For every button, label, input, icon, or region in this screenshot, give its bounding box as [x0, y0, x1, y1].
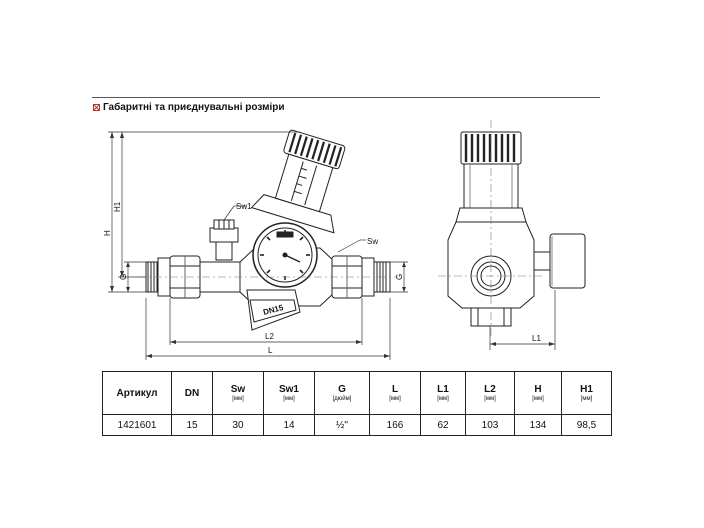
header-name: Sw1 — [278, 384, 299, 395]
header-name: G — [338, 384, 346, 395]
header-unit: [мм] — [580, 396, 593, 402]
table-cell: 62 — [420, 414, 466, 436]
header-unit: [мм] — [437, 396, 449, 402]
header-name: L1 — [437, 384, 449, 395]
header-unit: [мм] — [484, 396, 496, 402]
label-h1: H1 — [113, 201, 122, 212]
label-g-right: G — [395, 274, 404, 280]
header-cell: L1[мм] — [420, 371, 466, 415]
header-cell: H[мм] — [514, 371, 562, 415]
header-name: DN — [184, 387, 200, 399]
header-unit: [мм] — [389, 396, 401, 402]
table-cell: 14 — [263, 414, 315, 436]
label-g-left: G — [119, 274, 128, 280]
header-unit: [мм] — [232, 396, 244, 402]
table-cell: ½" — [314, 414, 370, 436]
front-view: DN15 — [138, 129, 398, 331]
label-h: H — [103, 230, 112, 236]
header-name: Артикул — [116, 387, 158, 399]
header-name: Sw — [230, 384, 246, 395]
table-cell: 30 — [212, 414, 264, 436]
label-sw: Sw — [367, 237, 378, 246]
header-cell: L2[мм] — [465, 371, 515, 415]
side-view — [438, 120, 586, 336]
top-divider — [92, 97, 600, 98]
header-cell: DN — [171, 371, 213, 415]
table-cell: 103 — [465, 414, 515, 436]
header-cell: G[дюйм] — [314, 371, 370, 415]
section-heading: Габаритні та приєднувальні розміри — [93, 102, 285, 113]
header-cell: Sw1[мм] — [263, 371, 315, 415]
valve-dimension-drawing: DN15 — [103, 120, 586, 360]
arrowheads — [110, 132, 555, 358]
label-sw1: Sw1 — [236, 202, 252, 211]
label-l1: L1 — [532, 334, 541, 343]
crossed-box-icon — [93, 104, 100, 111]
table-cell: 166 — [369, 414, 421, 436]
header-cell: Sw[мм] — [212, 371, 264, 415]
label-l: L — [268, 346, 273, 355]
header-name: L2 — [484, 384, 496, 395]
table-cell: 134 — [514, 414, 562, 436]
header-cell: Артикул — [102, 371, 172, 415]
header-unit: [мм] — [532, 396, 544, 402]
header-name: L — [391, 384, 399, 395]
section-heading-text: Габаритні та приєднувальні розміри — [103, 102, 285, 113]
header-unit: [дюйм] — [332, 396, 352, 402]
dimension-lines — [108, 131, 556, 360]
header-cell: L[мм] — [369, 371, 421, 415]
header-cell: H1[мм] — [561, 371, 612, 415]
header-unit: [мм] — [283, 396, 295, 402]
table-cell: 98,5 — [561, 414, 612, 436]
label-l2: L2 — [265, 332, 274, 341]
table-cell: 1421601 — [102, 414, 172, 436]
header-name: H — [534, 384, 542, 395]
header-name: H1 — [580, 384, 593, 395]
table-cell: 15 — [171, 414, 213, 436]
